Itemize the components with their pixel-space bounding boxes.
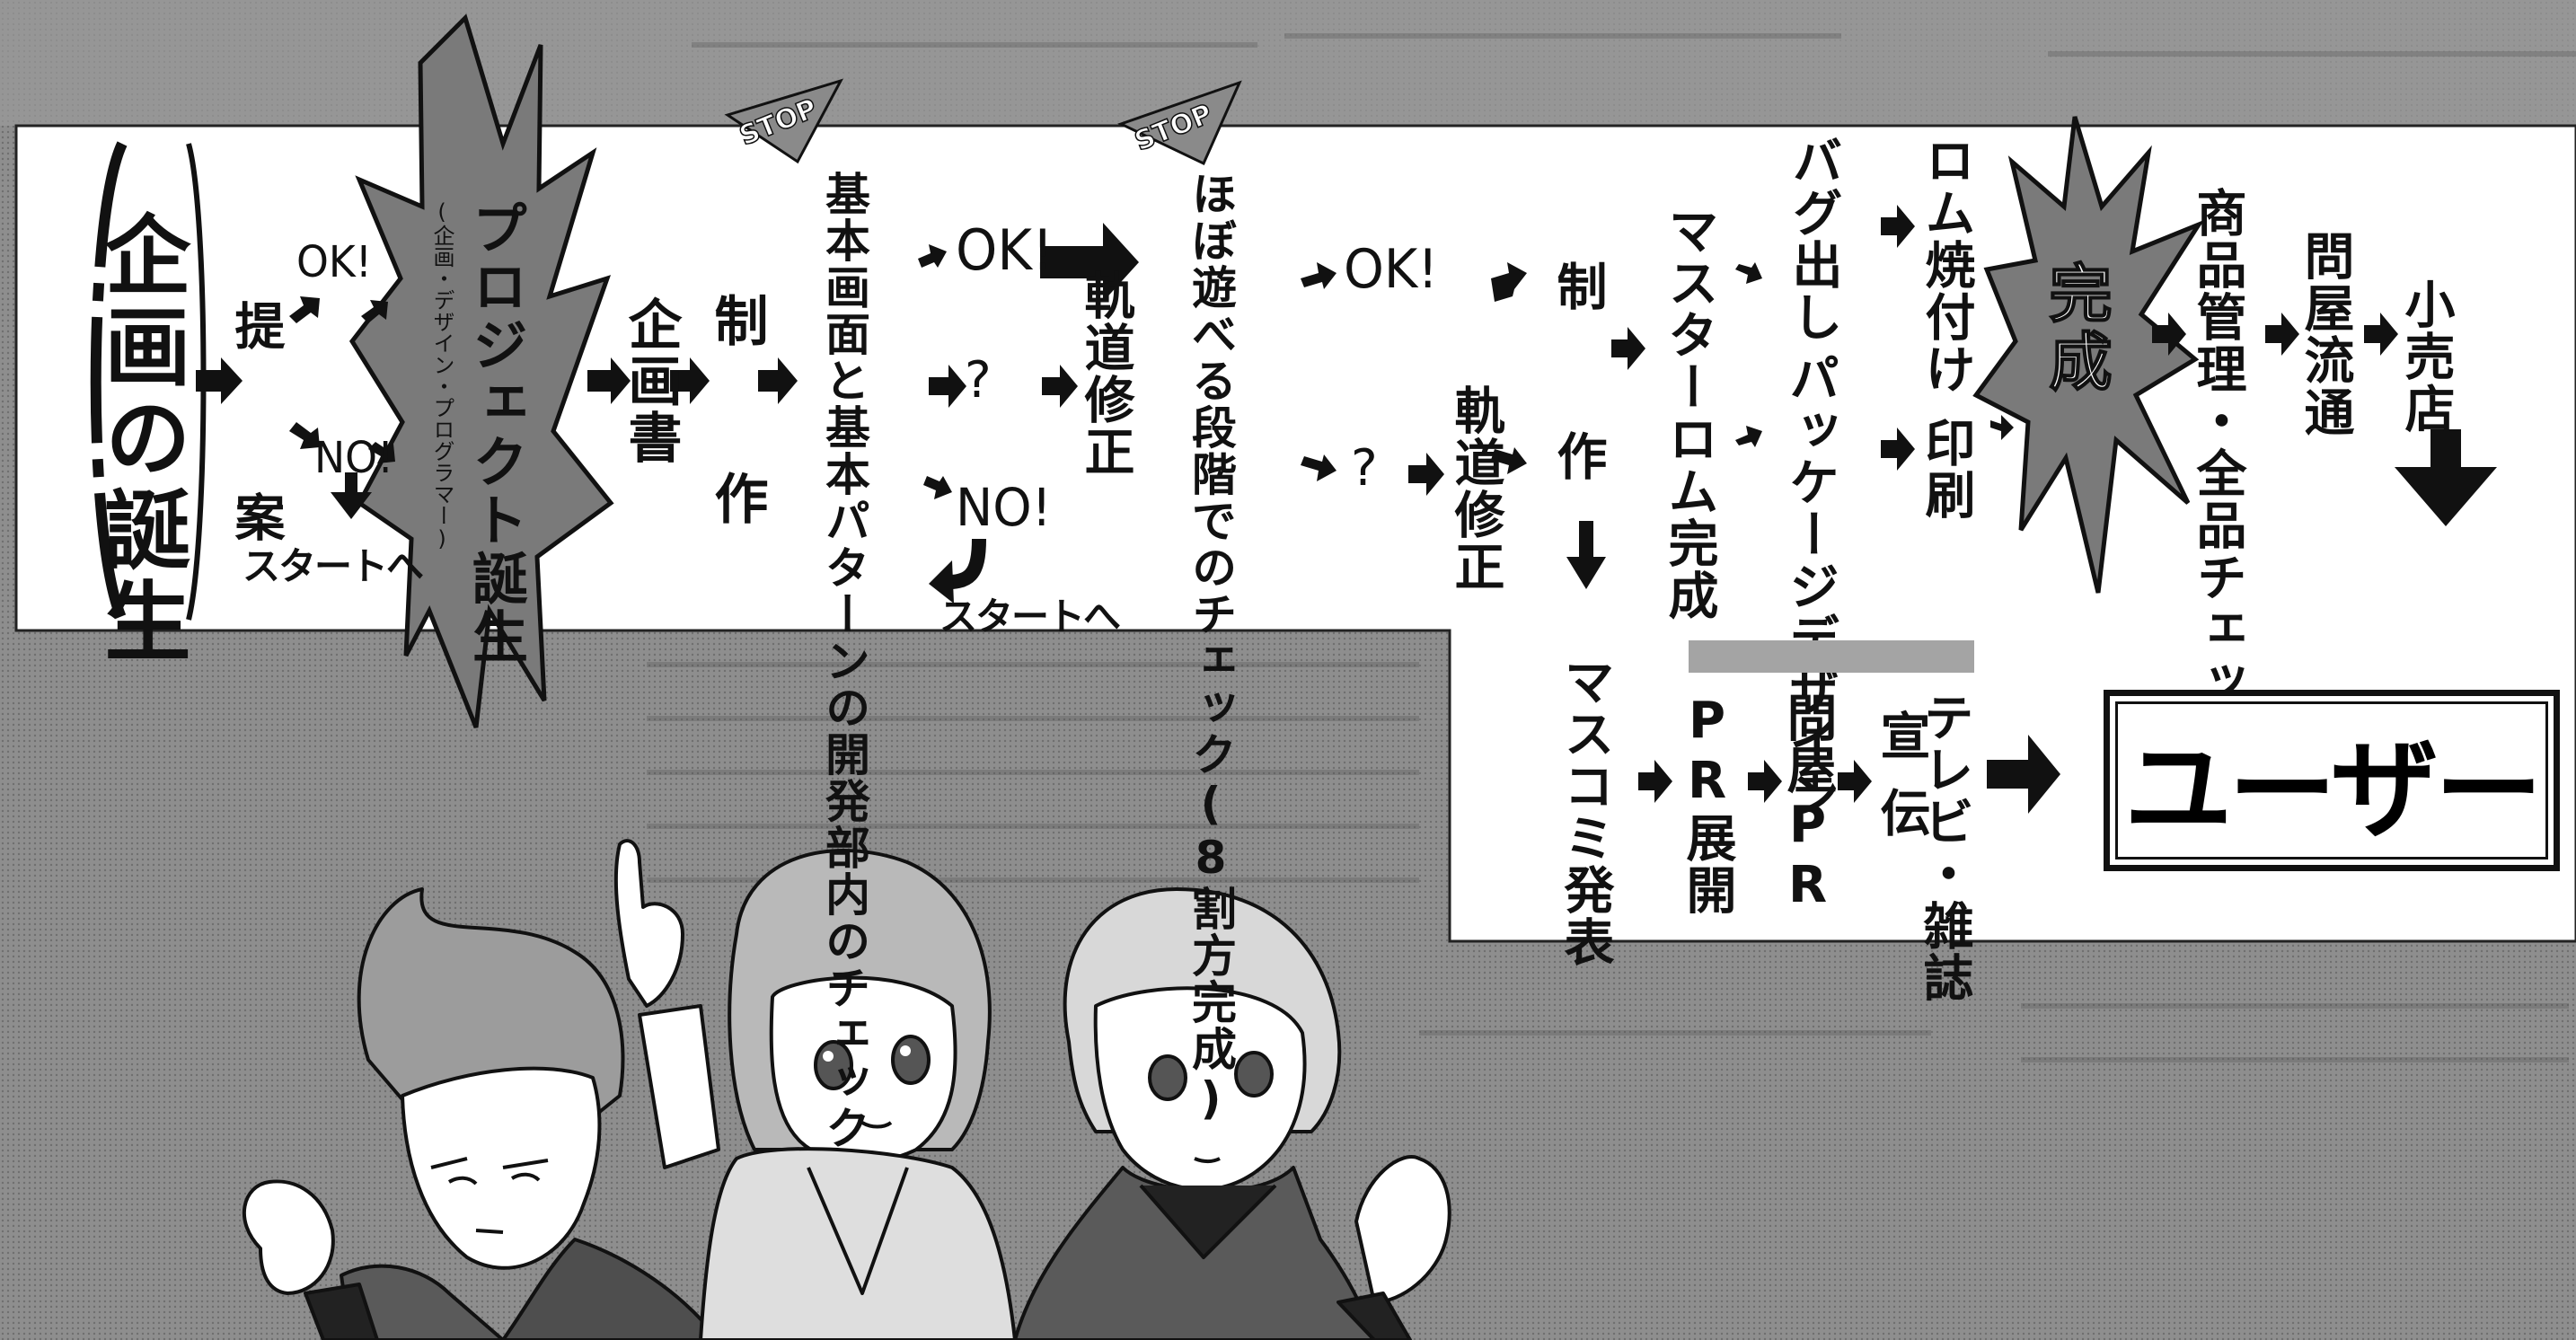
node-debug: バグ出し	[1784, 135, 1842, 343]
node-plan-doc: 企画書	[619, 296, 682, 466]
node-wholesale-pr: 問屋PR	[1778, 692, 1837, 916]
diagram-panel	[14, 124, 2576, 943]
node-retail: 小売店	[2396, 278, 2455, 435]
project-burst	[348, 13, 614, 728]
node-master-rom: マスターロム完成	[1660, 205, 1718, 622]
node-q-1: ?	[965, 351, 992, 410]
node-playable-check: ほぼ遊べる段階でのチェック(8割方完成)	[1185, 171, 1237, 1126]
node-q-2: ?	[1351, 439, 1378, 498]
node-package-design: パッケージデザイン	[1780, 352, 1839, 821]
node-rom-burn: ロム焼付け	[1917, 135, 1975, 395]
node-media: マスコミ発表	[1556, 656, 1614, 968]
node-correct-2: 軌道修正	[1446, 384, 1504, 593]
node-no-1: NO!	[314, 433, 394, 483]
node-propose: 提 案	[226, 300, 285, 583]
node-no-2: NO!	[956, 477, 1052, 538]
complete-burst	[1972, 116, 2205, 594]
node-user: ユーザー	[2124, 728, 2543, 853]
stop-sign-2	[1117, 80, 1242, 166]
pr-bar-shading	[1689, 640, 1974, 673]
node-ok-1: OK!	[296, 237, 373, 287]
node-produce-2: 制 作	[1548, 260, 1607, 511]
node-complete: 完成	[2038, 260, 2113, 398]
node-product-check: 商品管理・全品チェック	[2188, 187, 2246, 760]
node-pr-deploy: PR展開	[1678, 692, 1736, 916]
node-produce-1: 制 作	[705, 293, 768, 555]
manga-characters-illustration	[243, 839, 1451, 1340]
node-ad: 宣伝	[1872, 710, 1930, 864]
node-to-start-1: スタートへ	[243, 544, 424, 588]
node-ok-2: OK!	[956, 217, 1054, 283]
node-project-birth: プロジェクト誕生	[463, 199, 528, 666]
node-internal-check: 基本画面と基本パターンの開発部内のチェック	[818, 171, 870, 1151]
node-wholesale: 問屋流通	[2296, 230, 2354, 438]
flow-arrows	[196, 205, 2497, 814]
node-tv-magazine: テレビ・雑誌	[1915, 692, 1973, 1004]
node-print: 印刷	[1917, 417, 1975, 521]
stop-sign-1	[724, 78, 844, 164]
node-correct-1: 軌道修正	[1076, 269, 1134, 478]
node-birth: 企画の誕生	[90, 210, 190, 668]
node-to-start-2: スタートへ	[940, 595, 1121, 639]
node-ok-3: OK!	[1344, 238, 1439, 301]
user-box: ユーザー	[2104, 690, 2560, 871]
node-project-sub: (企画・デザイン・プログラマー)	[429, 199, 454, 551]
